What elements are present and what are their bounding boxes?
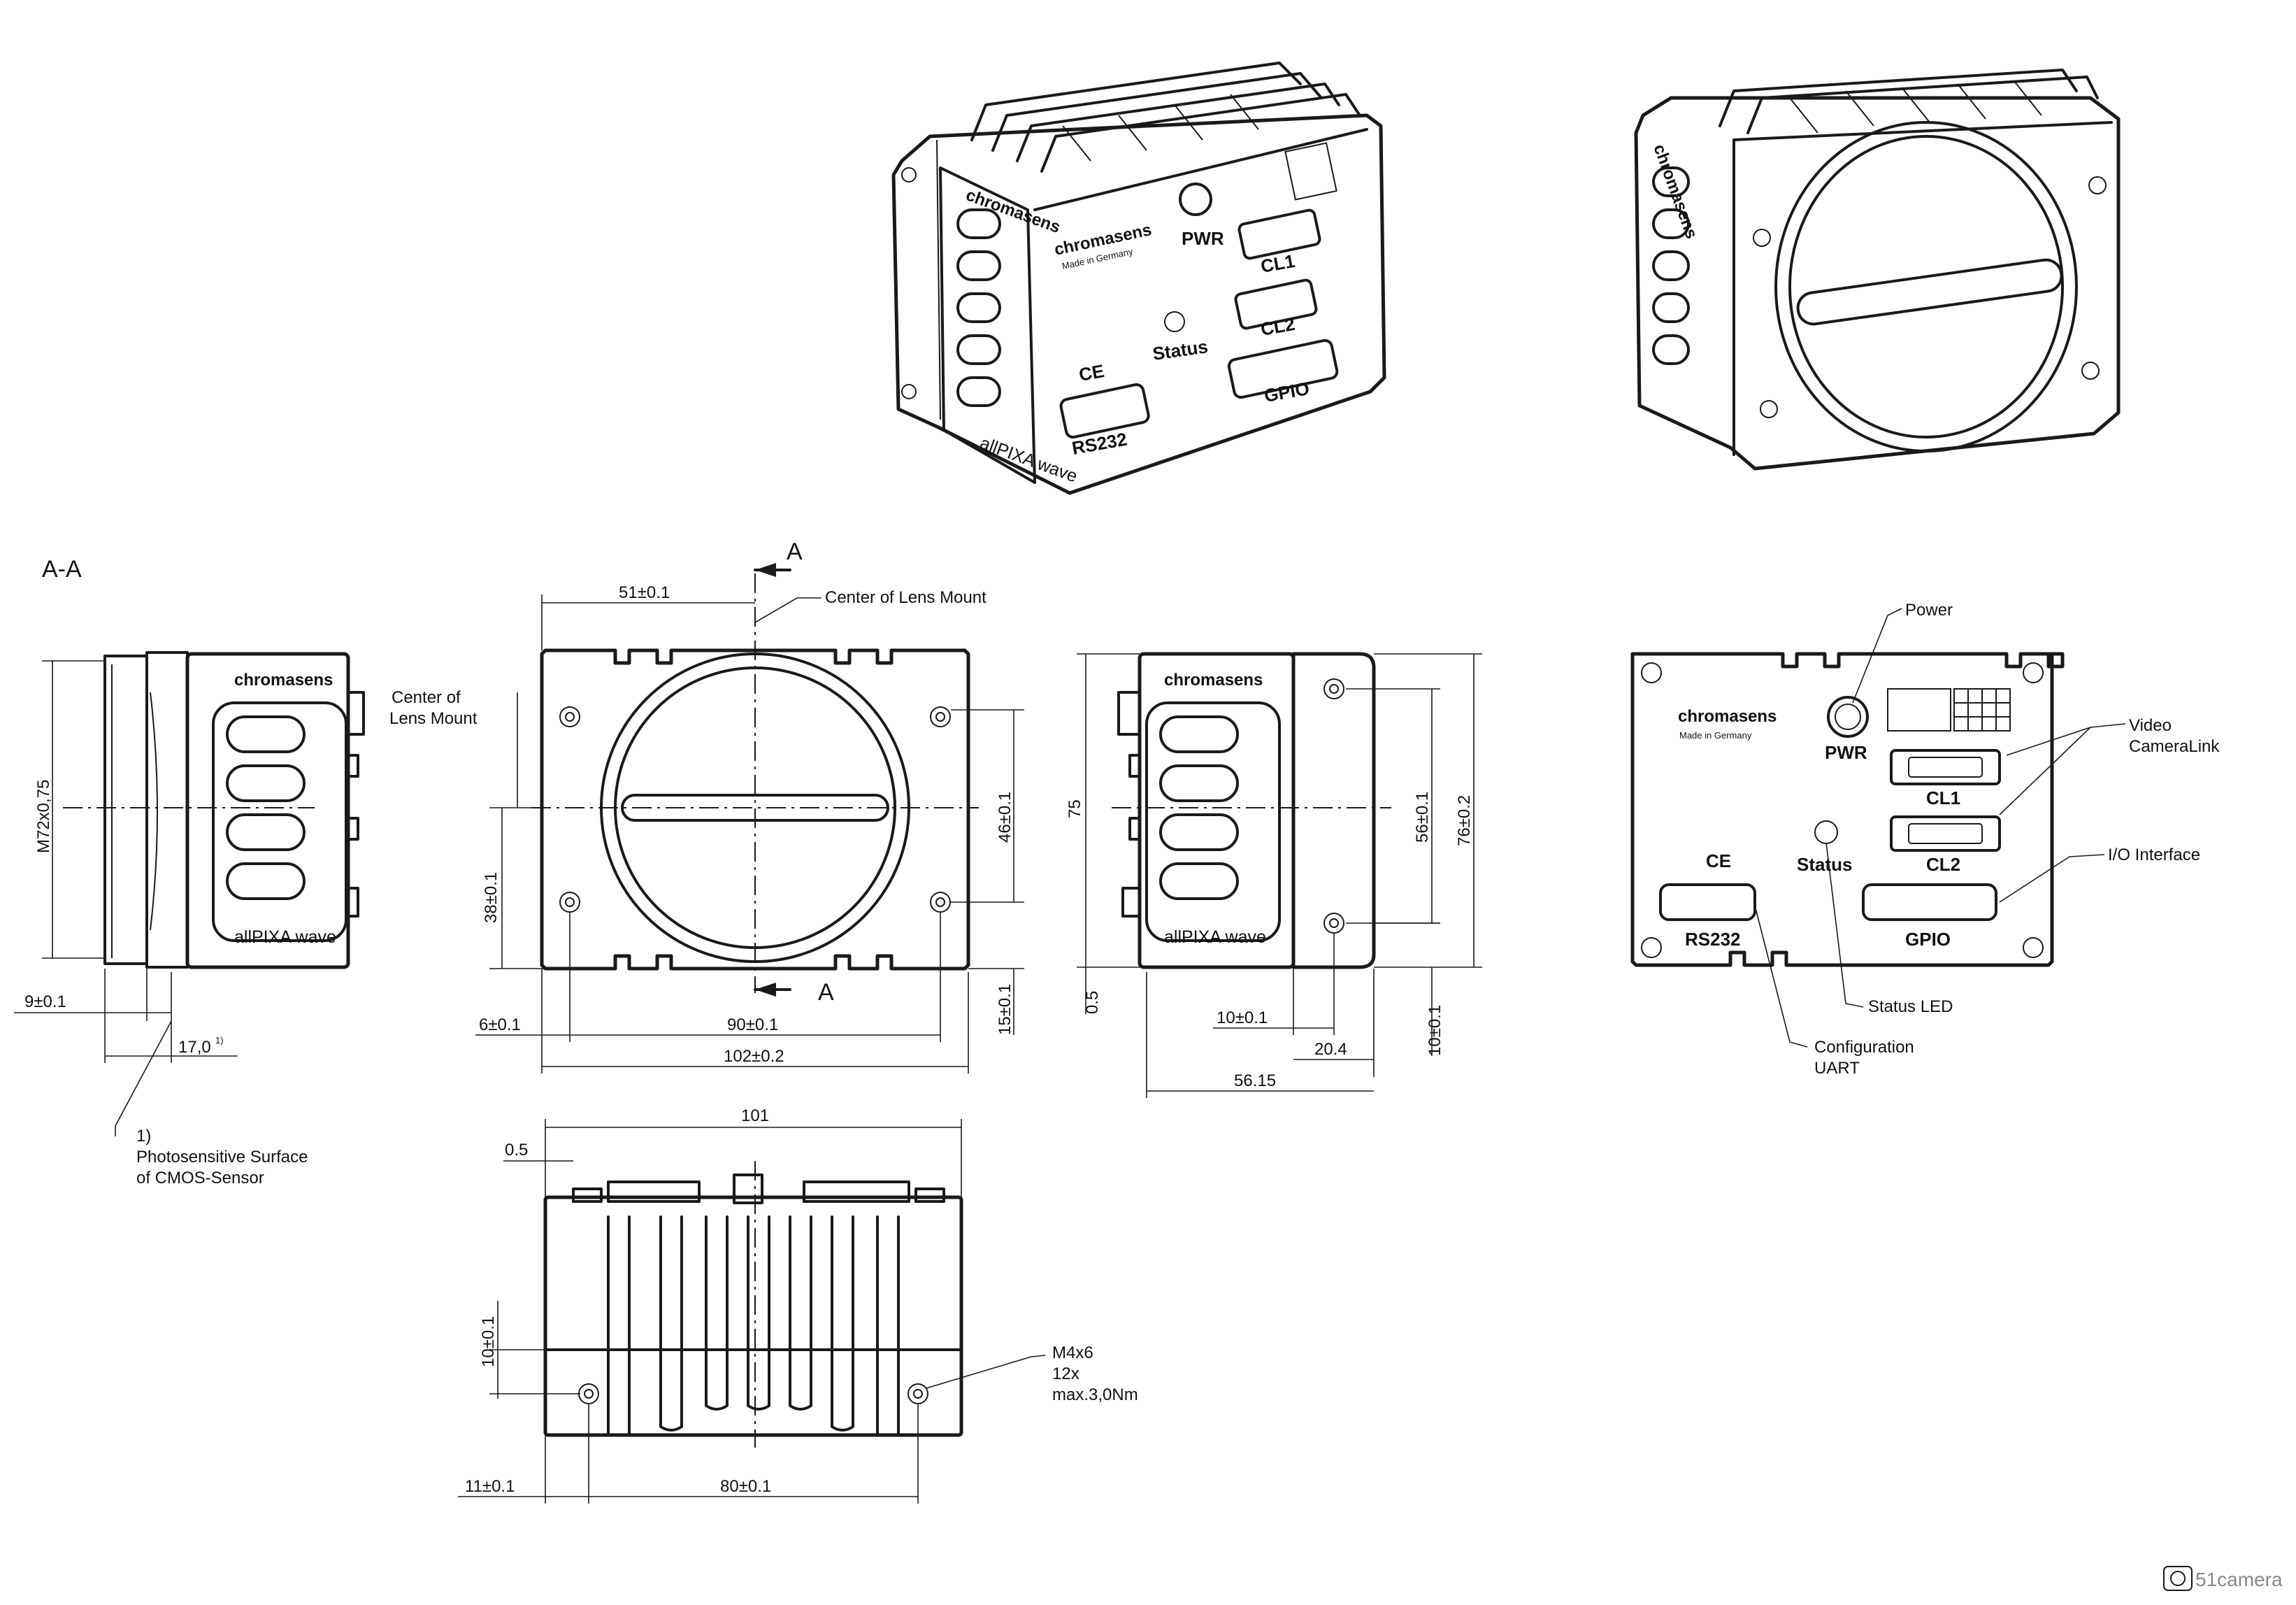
dim-top-11: 11±0.1 — [465, 1477, 515, 1496]
dim-46: 46±0.1 — [996, 792, 1014, 843]
dim-6: 6±0.1 — [479, 1015, 521, 1034]
dim-76: 76±0.2 — [1455, 795, 1474, 846]
dim-top-80: 80±0.1 — [720, 1477, 771, 1496]
dim-top-10: 10±0.1 — [479, 1316, 498, 1367]
label-status-led: Status LED — [1868, 997, 1953, 1016]
rs232-connector — [1659, 883, 1756, 921]
dim-9: 9±0.1 — [24, 992, 66, 1011]
dim-m72: M72x0,75 — [34, 780, 53, 853]
label-config-1: Configuration — [1814, 1038, 1914, 1057]
status-led-iso — [1164, 311, 1185, 332]
watermark: 51camera — [2163, 1566, 2283, 1591]
side-view: chromasens allPIXA wave 75 0.5 56±0.1 76… — [1066, 652, 1482, 1098]
dim-20-4: 20.4 — [1314, 1040, 1347, 1059]
rear-view: chromasens Made in Germany PWR CL1 CL2 S… — [1630, 601, 2220, 1078]
section-marker-top: A — [787, 538, 803, 565]
cl1-connector-iso — [1237, 208, 1321, 260]
section-marker-bottom: A — [818, 979, 834, 1006]
side-slots-iso-2 — [1652, 166, 1690, 365]
cl2-connector-iso — [1234, 278, 1318, 330]
side-model: allPIXA wave — [1164, 927, 1266, 947]
top-pwr-connector — [733, 1174, 763, 1204]
dim-38: 38±0.1 — [482, 872, 501, 923]
rear-brand: chromasens — [1678, 707, 1777, 726]
front-view: A A 51±0.1 Center of Lens Mount Center o… — [389, 538, 1024, 1073]
dim-56-15: 56.15 — [1234, 1071, 1276, 1090]
rear-pwr-label: PWR — [1825, 742, 1867, 763]
label-video-1: Video — [2129, 716, 2172, 735]
top-view: 101 0.5 10±0.1 11±0.1 80±0.1 M4x6 12x ma… — [458, 1106, 1138, 1504]
label-m4-3: max.3,0Nm — [1052, 1385, 1138, 1404]
dim-75: 75 — [1066, 799, 1084, 818]
label-config-2: UART — [1814, 1059, 1860, 1078]
label-power: Power — [1905, 601, 1953, 620]
side-slots-iso — [956, 208, 1001, 407]
dim-15: 15±0.1 — [996, 984, 1014, 1035]
dim-17: 17,0 — [178, 1038, 211, 1057]
cooling-fins-iso-2 — [1719, 69, 2099, 134]
dim-102: 102±0.2 — [724, 1047, 784, 1066]
note-line-1: Photosensitive Surface — [136, 1148, 308, 1167]
side-brand: chromasens — [1164, 671, 1263, 690]
label-center-lens-left-1: Center of — [392, 688, 461, 707]
section-label: A-A — [42, 556, 82, 583]
dim-side-10v: 10±0.1 — [1426, 1005, 1444, 1056]
cooling-fins-iso — [970, 62, 1361, 173]
cooling-fins-top — [607, 1215, 900, 1435]
label-m4-1: M4x6 — [1052, 1343, 1093, 1362]
rear-rs232-label: RS232 — [1685, 929, 1741, 950]
iso-pwr-label: PWR — [1182, 228, 1224, 249]
rear-cl1-label: CL1 — [1926, 787, 1960, 808]
rear-made-in: Made in Germany — [1679, 730, 1752, 741]
section-model: allPIXA wave — [234, 927, 336, 947]
rear-cl2-label: CL2 — [1926, 854, 1960, 875]
iso-ce-mark: CE — [1077, 360, 1106, 385]
pwr-connector — [1827, 696, 1869, 738]
rear-ce-mark: CE — [1706, 850, 1731, 871]
cl1-connector — [1890, 749, 2001, 785]
dim-top-05: 0.5 — [505, 1141, 528, 1160]
note-line-2: of CMOS-Sensor — [136, 1169, 264, 1187]
label-m4-2: 12x — [1052, 1364, 1079, 1383]
dim-101: 101 — [741, 1106, 769, 1125]
pwr-connector-iso — [1179, 183, 1212, 216]
dim-90: 90±0.1 — [727, 1015, 778, 1034]
sensor-slot-iso — [1796, 258, 2063, 326]
cl2-connector — [1890, 815, 2001, 852]
lens-mount-iso — [1774, 121, 2078, 452]
section-view-a-a: A-A chromasens allPIXA wave M72x0,75 9±0… — [14, 556, 365, 1187]
gpio-connector — [1862, 883, 1997, 921]
label-video-2: CameraLink — [2129, 737, 2220, 756]
dim-51: 51±0.1 — [619, 583, 670, 602]
label-io-interface: I/O Interface — [2108, 846, 2200, 864]
rear-status-label: Status — [1797, 854, 1852, 875]
dim-side-10h: 10±0.1 — [1217, 1008, 1268, 1027]
label-center-lens-left-2: Lens Mount — [389, 709, 478, 728]
section-brand: chromasens — [234, 671, 333, 690]
gpio-connector-iso — [1227, 338, 1339, 399]
rs232-connector-iso — [1059, 383, 1150, 439]
dim-side-05: 0.5 — [1083, 991, 1102, 1014]
rear-gpio-label: GPIO — [1905, 929, 1951, 950]
isometric-view-front: chromasens — [1634, 69, 2121, 471]
note-marker: 1) — [136, 1127, 151, 1146]
watermark-text: 51camera — [2195, 1569, 2283, 1590]
isometric-view-rear: chromasens chromasens Made in Germany al… — [891, 62, 1386, 495]
dim-17-sup: 1) — [215, 1035, 224, 1046]
dim-56: 56±0.1 — [1413, 792, 1432, 843]
label-center-lens-right: Center of Lens Mount — [825, 588, 986, 607]
